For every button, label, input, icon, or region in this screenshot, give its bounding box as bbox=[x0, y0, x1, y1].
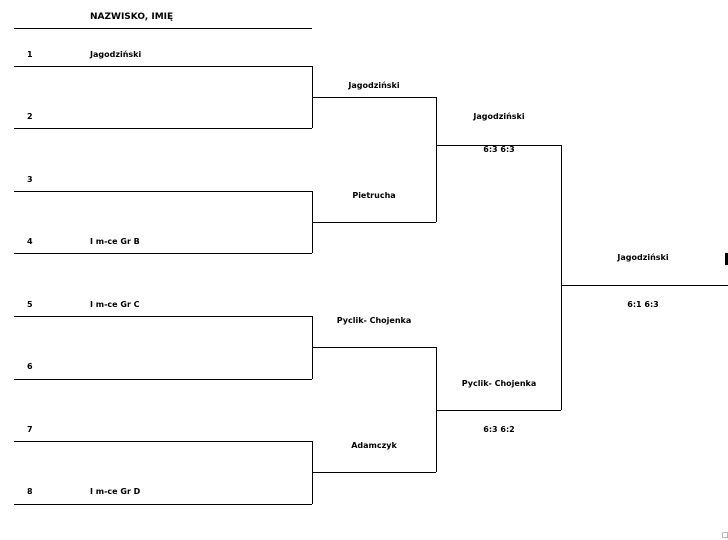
slot-line-4 bbox=[14, 253, 312, 254]
slot-line-7 bbox=[14, 441, 312, 442]
round2-line-2 bbox=[312, 222, 436, 223]
slot-name-4: I m-ce Gr B bbox=[90, 237, 140, 246]
edge-mark bbox=[725, 253, 728, 265]
slot-name-8: I m-ce Gr D bbox=[90, 487, 141, 496]
semifinal-line-2 bbox=[436, 410, 561, 411]
slot-name-1: Jagodziński bbox=[90, 50, 142, 59]
semifinal-score-1: 6:3 6:3 bbox=[483, 145, 515, 154]
round2-line-1 bbox=[312, 97, 436, 98]
round2-winner-2: Pietrucha bbox=[352, 191, 396, 200]
slot-number-6: 6 bbox=[27, 362, 33, 371]
slot-line-1 bbox=[14, 66, 312, 67]
bracket-connector-r2-bottom bbox=[436, 347, 437, 472]
slot-number-4: 4 bbox=[27, 237, 33, 246]
round2-winner-1: Jagodziński bbox=[348, 81, 400, 90]
slot-number-3: 3 bbox=[27, 175, 33, 184]
final-line bbox=[561, 285, 728, 286]
final-winner: Jagodziński bbox=[617, 253, 669, 262]
slot-line-6 bbox=[14, 379, 312, 380]
slot-number-8: 8 bbox=[27, 487, 33, 496]
semifinal-score-2: 6:3 6:2 bbox=[483, 425, 515, 434]
round2-winner-4: Adamczyk bbox=[351, 441, 397, 450]
bracket-connector-r2-top bbox=[436, 97, 437, 222]
final-score: 6:1 6:3 bbox=[627, 300, 659, 309]
slot-number-7: 7 bbox=[27, 425, 33, 434]
slot-number-1: 1 bbox=[27, 50, 33, 59]
semifinal-line-1 bbox=[436, 145, 561, 146]
semifinal-winner-2: Pyclik- Chojenka bbox=[461, 379, 537, 388]
slot-number-5: 5 bbox=[27, 300, 33, 309]
header-underline bbox=[14, 28, 312, 29]
slot-line-2 bbox=[14, 128, 312, 129]
slot-number-2: 2 bbox=[27, 112, 33, 121]
slot-line-5 bbox=[14, 316, 312, 317]
corner-glyph: □ bbox=[722, 531, 728, 539]
slot-line-3 bbox=[14, 191, 312, 192]
semifinal-winner-1: Jagodziński bbox=[473, 112, 525, 121]
round2-line-3 bbox=[312, 347, 436, 348]
name-column-header: NAZWISKO, IMIĘ bbox=[90, 12, 174, 22]
bracket-connector-semifinals bbox=[561, 145, 562, 410]
round2-line-4 bbox=[312, 472, 436, 473]
slot-name-5: I m-ce Gr C bbox=[90, 300, 140, 309]
slot-line-8 bbox=[14, 504, 312, 505]
round2-winner-3: Pyclik- Chojenka bbox=[336, 316, 412, 325]
